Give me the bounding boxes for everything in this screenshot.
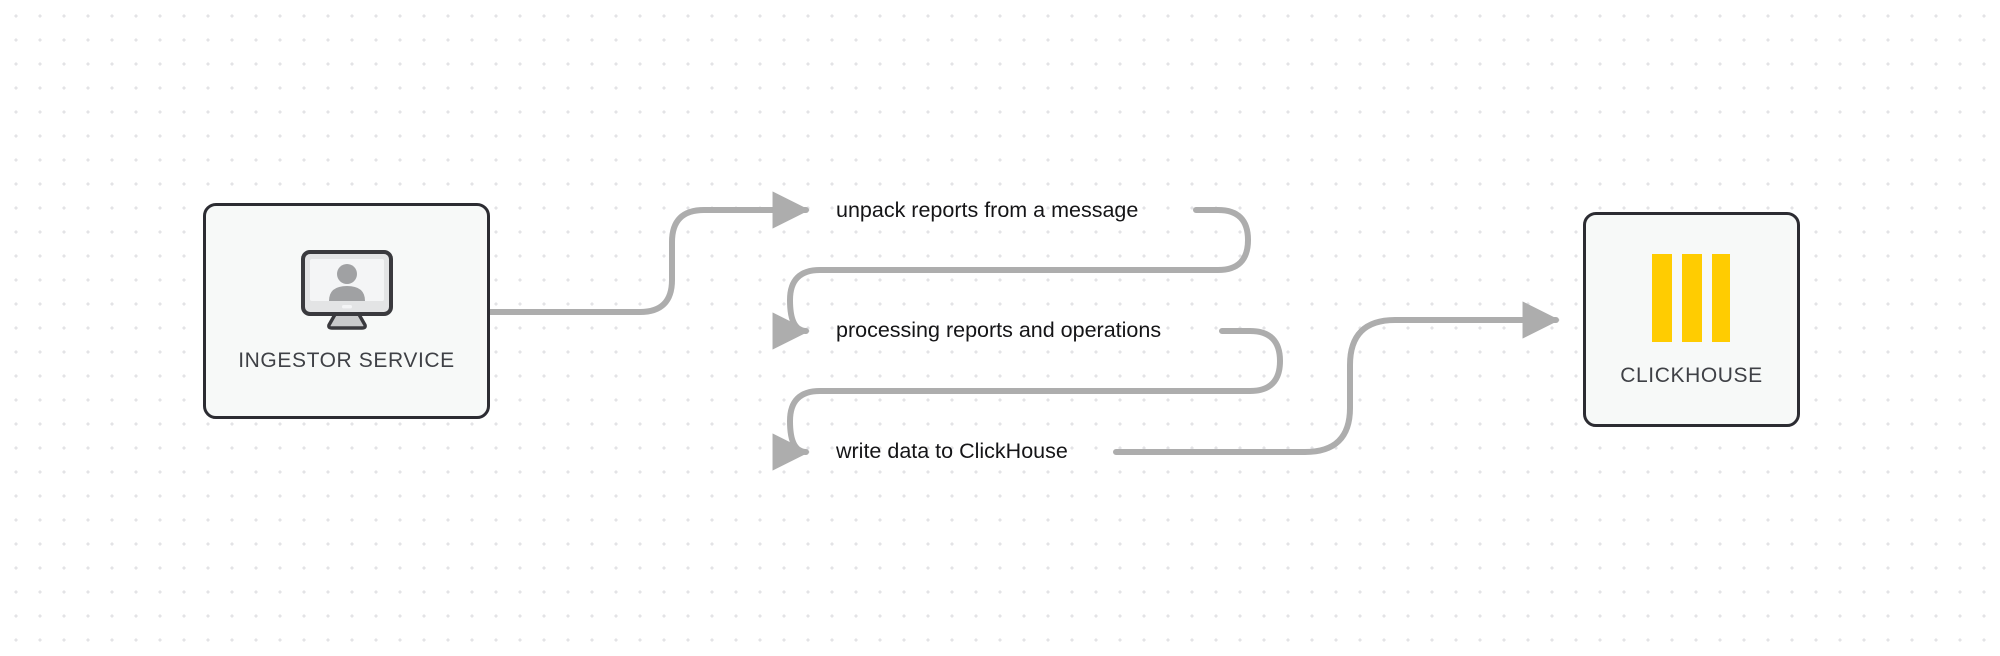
node-ingestor-service[interactable]: INGESTOR SERVICE [203,203,490,419]
node-label-clickhouse: CLICKHOUSE [1620,363,1763,387]
edge-ingestor-to-step1 [487,191,810,315]
clickhouse-logo-icon [1642,252,1742,344]
edge-step2-to-step3 [772,328,1283,471]
node-label-ingestor-service: INGESTOR SERVICE [238,349,455,372]
edge-label-step-2: processing reports and operations [836,318,1162,342]
edge-step3-to-clickhouse [1113,301,1560,455]
node-clickhouse[interactable]: CLICKHOUSE [1583,212,1800,427]
edge-step1-to-step2 [772,207,1251,350]
edge-label-step-3: write data to ClickHouse [836,439,1068,463]
monitor-user-icon [299,249,395,331]
edge-label-step-1: unpack reports from a message [836,198,1139,222]
